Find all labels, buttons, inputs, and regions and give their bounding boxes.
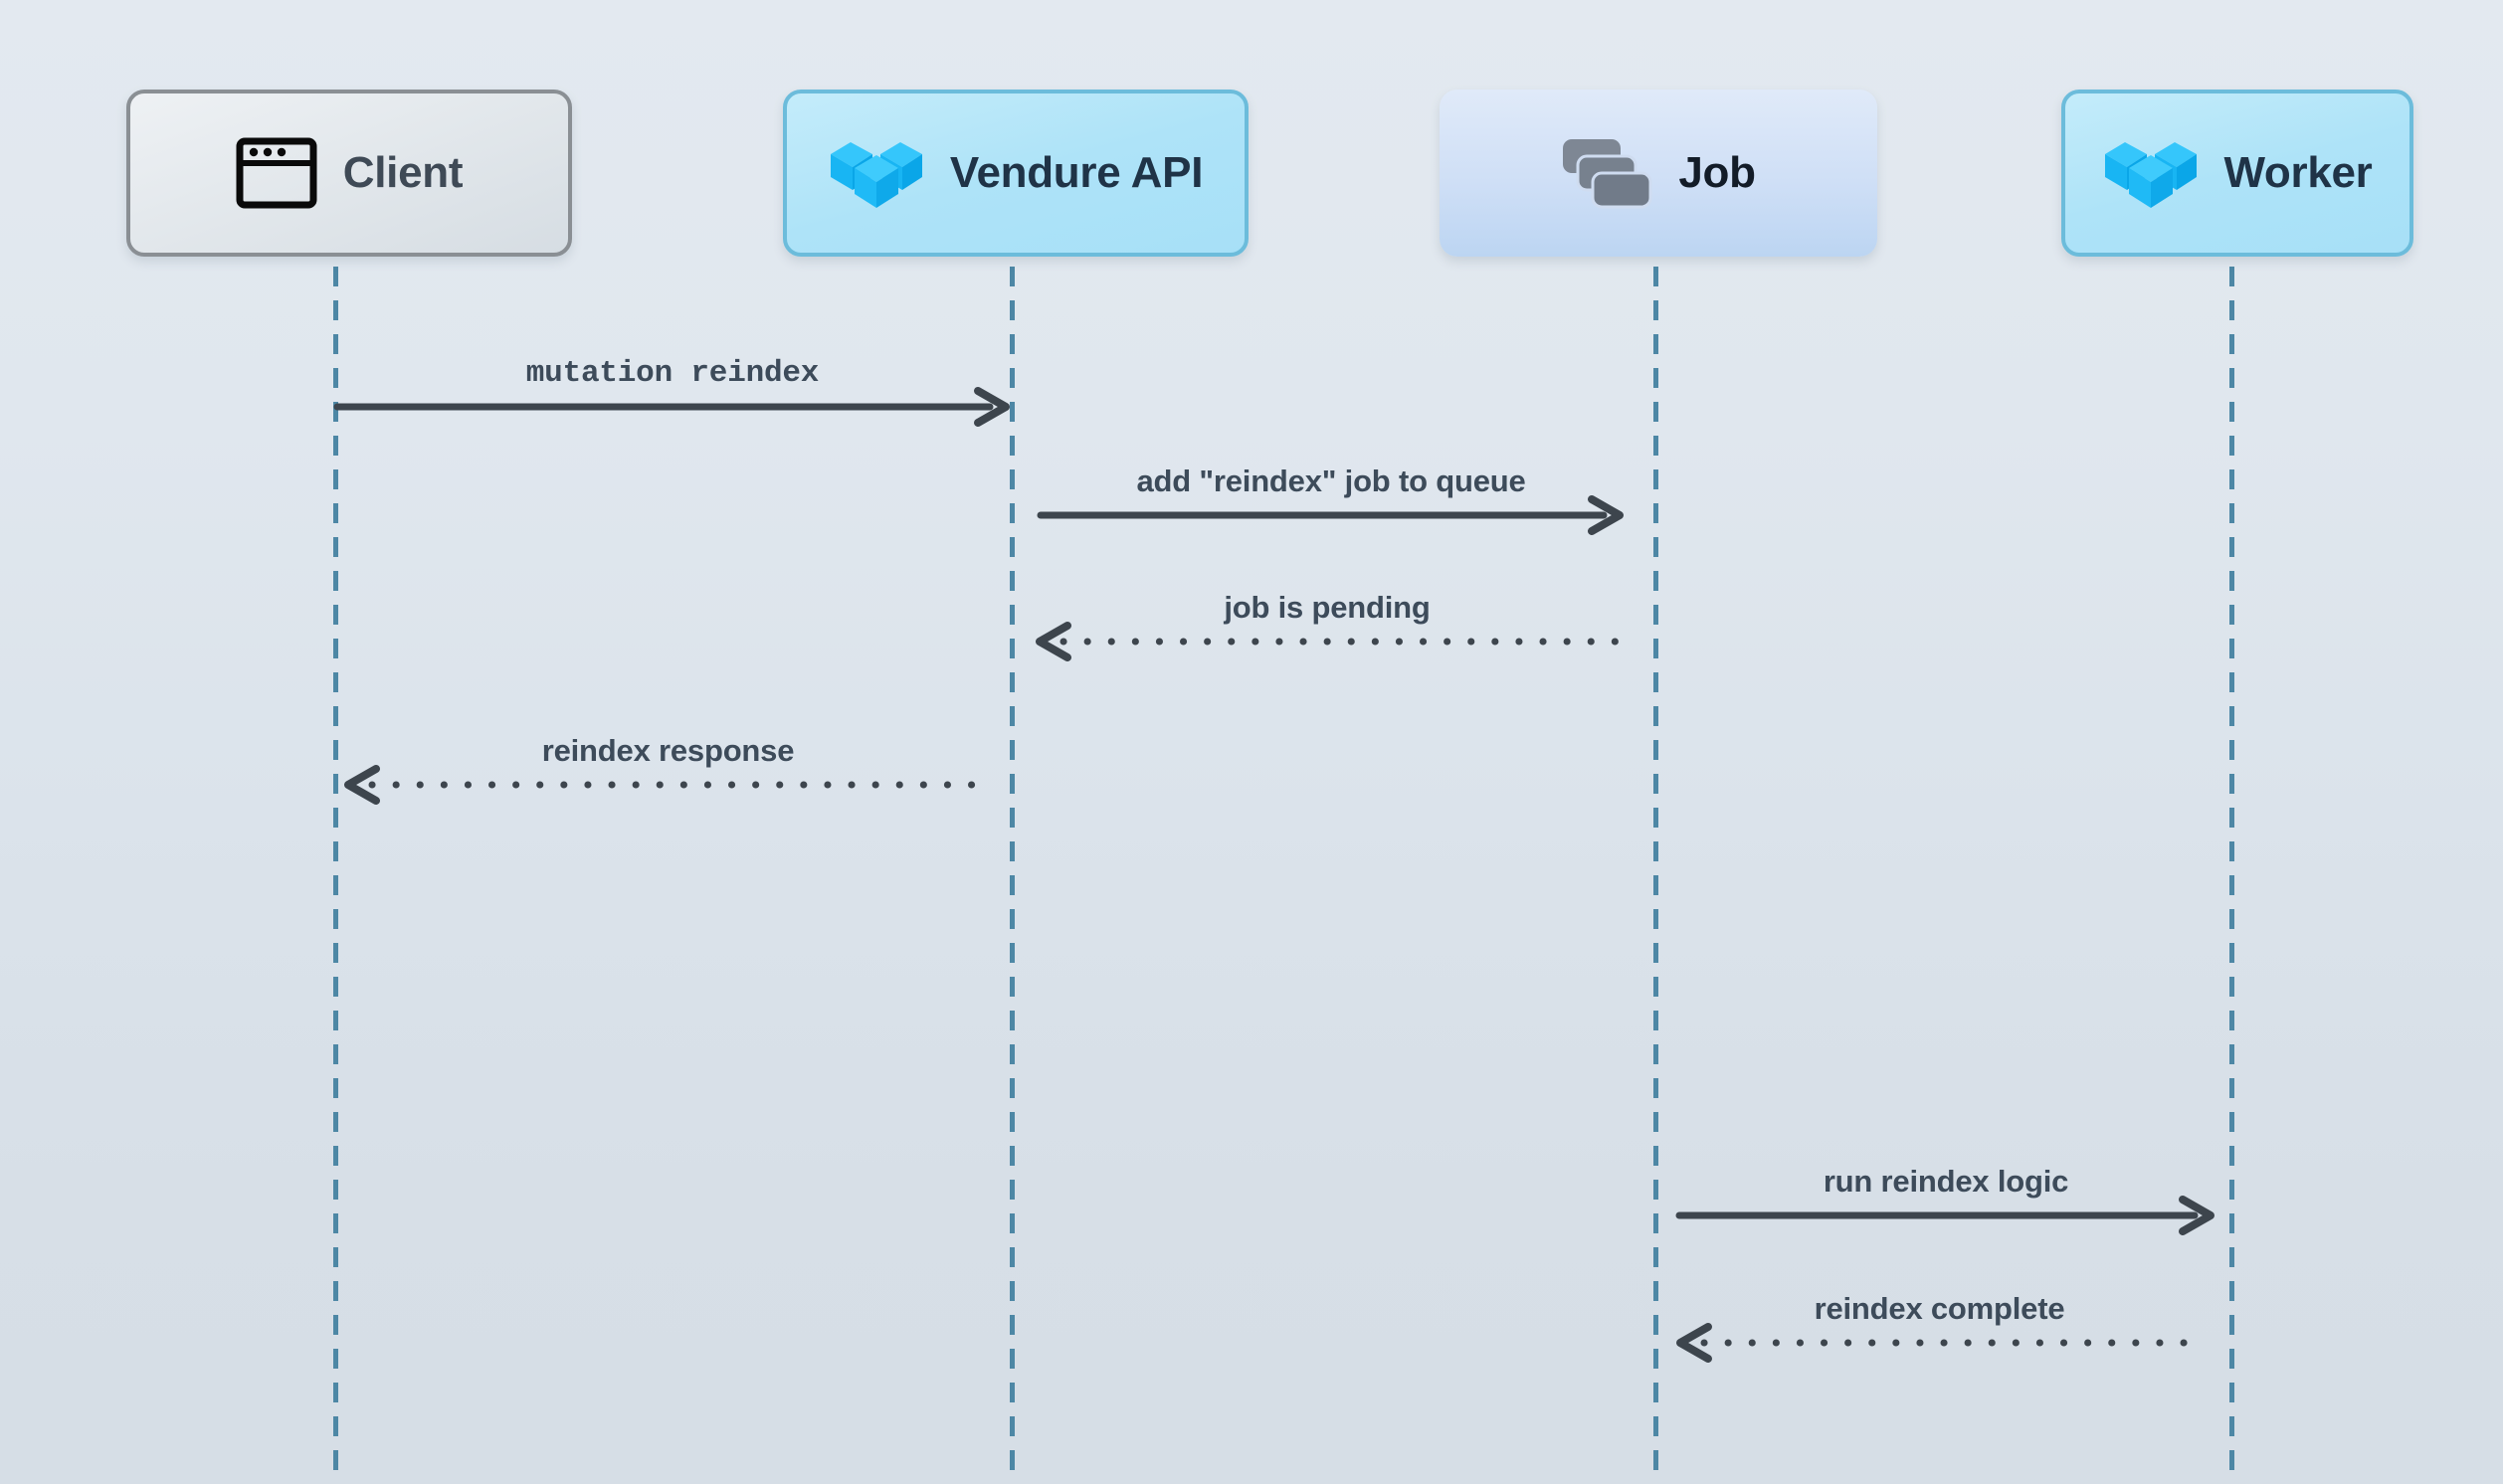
message-label: add "reindex" job to queue	[1136, 464, 1526, 498]
vendure-cubes-icon	[2103, 134, 2199, 212]
participant-client[interactable]: Client	[126, 90, 572, 257]
lifeline-job	[1653, 267, 1658, 1484]
stacked-cards-icon	[1561, 137, 1652, 209]
participant-label-job: Job	[1678, 148, 1756, 197]
participant-vendure-api[interactable]: Vendure API	[783, 90, 1249, 257]
message-label: mutation reindex	[525, 356, 820, 391]
vendure-cubes-icon	[829, 134, 924, 212]
lifeline-client	[333, 267, 338, 1484]
participant-label-worker: Worker	[2223, 148, 2373, 197]
message-label: job is pending	[1224, 590, 1431, 625]
lifeline-vendure-api	[1010, 267, 1015, 1484]
participant-label-vendure-api: Vendure API	[949, 148, 1204, 197]
message-label: run reindex logic	[1823, 1164, 2069, 1199]
browser-window-icon	[236, 137, 317, 209]
message-label: reindex response	[541, 733, 795, 768]
participant-job[interactable]: Job	[1440, 90, 1877, 257]
participant-worker[interactable]: Worker	[2061, 90, 2413, 257]
message-label: reindex complete	[1814, 1291, 2065, 1326]
lifeline-worker	[2229, 267, 2234, 1484]
participant-label-client: Client	[342, 148, 464, 197]
